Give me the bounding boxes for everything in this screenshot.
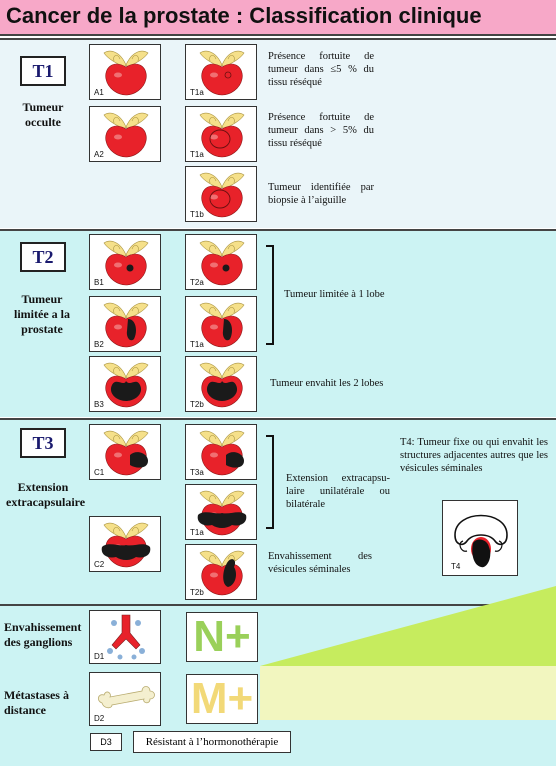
card-label: T4: [451, 562, 461, 571]
prostate-illustration: [199, 240, 245, 286]
card-label: T1a: [190, 88, 204, 97]
prostate-illustration: [103, 362, 149, 408]
card-label: A1: [94, 88, 104, 97]
prostate-card: T2a: [185, 234, 257, 290]
t4-description: T4: Tumeur fixe ou qui envahit les struc…: [400, 437, 548, 474]
prostate-card: B3: [89, 356, 161, 412]
t2b-description: Tumeur envahit les 2 lobes: [270, 378, 384, 389]
card-label: D2: [94, 714, 105, 723]
prostate-card: T3a: [185, 424, 257, 480]
lymph-node-card: D1: [89, 610, 161, 664]
prostate-card: T1a: [185, 106, 257, 162]
stage-t3-name: Extension extracapsulaire: [6, 480, 86, 509]
t1a-description: Présence fortuite de tumeur dans ≤5 % du…: [268, 51, 374, 88]
prostate-card: T1a: [185, 44, 257, 100]
card-label: T2b: [190, 400, 204, 409]
prostate-illustration: [199, 50, 245, 96]
prostate-illustration: [199, 362, 245, 408]
bone-illustration: [98, 686, 155, 709]
prostate-card: B1: [89, 234, 161, 290]
mets-label: Métastases à distance: [4, 688, 69, 717]
card-label: T1b: [190, 210, 204, 219]
bracket: [266, 245, 274, 345]
card-label: T1a: [190, 340, 204, 349]
prostate-card: T1b: [185, 166, 257, 222]
prostate-illustration: [199, 430, 245, 476]
t4-pelvis-illustration: [454, 514, 508, 568]
prostate-card: T1a: [185, 296, 257, 352]
prostate-illustration: [197, 490, 247, 536]
card-label: B1: [94, 278, 104, 287]
card-label: T1a: [190, 528, 204, 537]
card-label: B2: [94, 340, 104, 349]
t1a-description: Présence fortuite de tumeur dans > 5% du…: [268, 112, 374, 149]
card-label: T2a: [190, 278, 204, 287]
progression-band: [260, 586, 556, 720]
t3a-description: Extension extracapsu-laire unilatérale o…: [286, 473, 390, 510]
card-label: D1: [94, 652, 105, 661]
prostate-card: T1a: [185, 484, 257, 540]
n-plus-stripe: [260, 586, 556, 666]
prostate-card: T2b: [185, 356, 257, 412]
prostate-illustration: [103, 112, 149, 158]
prostate-card: B2: [89, 296, 161, 352]
prostate-card: A1: [89, 44, 161, 100]
prostate-illustration: [199, 550, 245, 596]
card-label: B3: [94, 400, 104, 409]
prostate-illustration: [103, 430, 149, 476]
prostate-illustration: [103, 50, 149, 96]
m-plus-stripe: [260, 666, 556, 720]
prostate-card: A2: [89, 106, 161, 162]
stage-t2-name: Tumeur limitée a la prostate: [14, 292, 70, 336]
d3-label: D3: [90, 733, 122, 751]
bracket: [266, 435, 274, 529]
stage-t2-badge: T2: [20, 242, 66, 272]
n-plus-badge: N+: [186, 612, 258, 662]
nodes-label: Envahissement des ganglions: [4, 620, 82, 649]
m-plus-badge: M+: [186, 674, 258, 724]
prostate-card: C2: [89, 516, 161, 572]
page-title: Cancer de la prostate : Classification c…: [6, 3, 482, 28]
prostate-card: C1: [89, 424, 161, 480]
t2a-description: Tumeur limitée à 1 lobe: [284, 289, 385, 300]
stage-t1-badge: T1: [20, 56, 66, 86]
stage-t3-badge: T3: [20, 428, 66, 458]
card-label: T2b: [190, 588, 204, 597]
card-label: T3a: [190, 468, 204, 477]
header-bar: Cancer de la prostate : Classification c…: [0, 0, 556, 36]
card-label: C1: [94, 468, 105, 477]
t1b-description: Tumeur identifiée par biopsie à l’aiguil…: [268, 182, 374, 206]
hormone-resistance-box: Résistant à l’hormonothérapie: [133, 731, 291, 753]
prostate-card: T2b: [185, 544, 257, 600]
prostate-illustration: [103, 240, 149, 286]
prostate-illustration: [199, 112, 245, 158]
prostate-illustration: [103, 302, 149, 348]
prostate-illustration: [199, 172, 245, 218]
bone-card: D2: [89, 672, 161, 726]
stage-t1-name: Tumeur occulte: [22, 100, 64, 129]
lymph-node-illustration: [107, 614, 145, 660]
card-label: A2: [94, 150, 104, 159]
card-label: C2: [94, 560, 105, 569]
t4-card: T4: [442, 500, 518, 576]
card-label: T1a: [190, 150, 204, 159]
prostate-illustration: [101, 522, 151, 568]
t3b-description: Envahissement des vésicules séminales: [268, 551, 372, 575]
prostate-illustration: [199, 302, 245, 348]
